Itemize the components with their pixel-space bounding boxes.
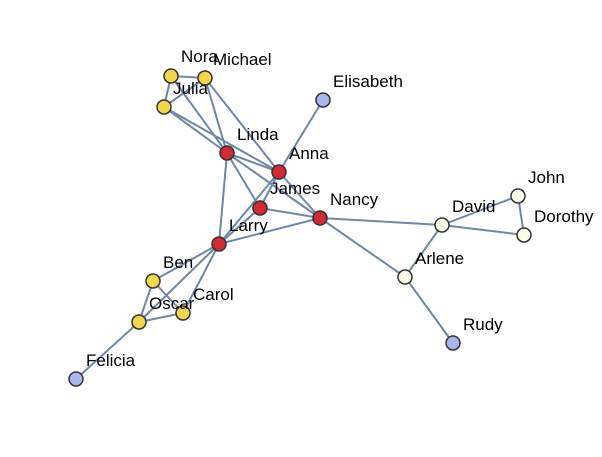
edge-david-john	[441, 195, 519, 226]
edge-james-nancy	[259, 207, 321, 219]
node-elisabeth[interactable]	[315, 92, 331, 108]
node-larry[interactable]	[211, 236, 227, 252]
node-label-carol: Carol	[193, 285, 234, 304]
edge-anna-nancy	[278, 171, 321, 219]
node-label-nancy: Nancy	[330, 190, 379, 209]
node-label-nora: Nora	[181, 47, 218, 66]
edge-anna-elisabeth	[278, 99, 324, 173]
node-label-arlene: Arlene	[415, 249, 464, 268]
node-julia[interactable]	[156, 99, 172, 115]
node-label-julia: Julia	[173, 79, 209, 98]
edge-michael-anna	[204, 77, 280, 173]
edge-nancy-arlene	[319, 217, 406, 278]
node-label-linda: Linda	[237, 125, 279, 144]
node-felicia[interactable]	[68, 371, 84, 387]
node-label-elisabeth: Elisabeth	[333, 72, 403, 91]
edge-julia-anna	[163, 106, 280, 173]
edges-layer	[75, 75, 525, 380]
node-david[interactable]	[434, 217, 450, 233]
edge-david-dorothy	[441, 224, 525, 236]
edge-larry-carol	[182, 243, 220, 314]
node-james[interactable]	[252, 200, 268, 216]
node-label-oscar: Oscar	[149, 294, 195, 313]
node-dorothy[interactable]	[516, 227, 532, 243]
edge-anna-larry	[218, 171, 280, 245]
node-michael[interactable]	[197, 70, 213, 86]
edge-nancy-david	[319, 217, 443, 226]
node-nora[interactable]	[163, 68, 179, 84]
node-label-dorothy: Dorothy	[534, 207, 594, 226]
edge-james-larry	[218, 207, 261, 245]
node-label-david: David	[452, 197, 495, 216]
edge-larry-oscar	[138, 243, 220, 323]
node-nancy[interactable]	[312, 210, 328, 226]
node-label-felicia: Felicia	[86, 351, 136, 370]
node-label-rudy: Rudy	[463, 315, 503, 334]
node-label-michael: Michael	[213, 50, 272, 69]
node-john[interactable]	[510, 188, 526, 204]
edge-larry-nancy	[218, 217, 321, 245]
node-linda[interactable]	[219, 145, 235, 161]
node-arlene[interactable]	[397, 269, 413, 285]
node-ben[interactable]	[145, 273, 161, 289]
edge-linda-larry	[218, 152, 228, 245]
nodes-layer	[68, 68, 532, 387]
edge-david-arlene	[404, 224, 443, 278]
node-label-ben: Ben	[163, 253, 193, 272]
edge-oscar-felicia	[75, 321, 140, 380]
edge-nora-linda	[170, 75, 228, 154]
node-label-john: John	[528, 168, 565, 187]
node-label-larry: Larry	[229, 216, 268, 235]
edge-arlene-rudy	[404, 276, 454, 344]
edge-linda-james	[226, 152, 261, 209]
node-oscar[interactable]	[131, 314, 147, 330]
edge-julia-linda	[163, 106, 228, 154]
node-label-anna: Anna	[289, 144, 329, 163]
node-carol[interactable]	[175, 305, 191, 321]
node-label-james: James	[270, 179, 320, 198]
edge-michael-julia	[163, 77, 206, 108]
node-anna[interactable]	[271, 164, 287, 180]
node-rudy[interactable]	[445, 335, 461, 351]
edge-linda-anna	[226, 152, 280, 173]
edge-linda-nancy	[226, 152, 321, 219]
edge-larry-ben	[152, 243, 220, 282]
